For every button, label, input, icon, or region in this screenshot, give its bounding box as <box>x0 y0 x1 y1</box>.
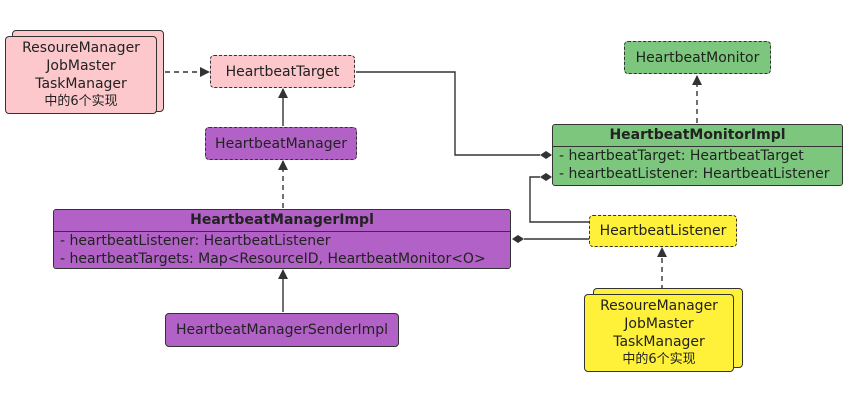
heartbeat-listener-label: HeartbeatListener <box>599 223 727 239</box>
class-field: - heartbeatListener: HeartbeatListener <box>60 233 331 249</box>
note-line: JobMaster <box>624 316 694 332</box>
implementations-note-yellow: ResoureManager JobMaster TaskManager 中的6… <box>584 294 734 372</box>
diamond-monitorimpl-listener <box>540 173 552 181</box>
heartbeat-monitor-label: HeartbeatMonitor <box>635 49 760 66</box>
implementations-note-pink: ResoureManager JobMaster TaskManager 中的6… <box>5 36 157 114</box>
class-title: HeartbeatManagerImpl <box>54 210 510 232</box>
note-line: TaskManager <box>35 76 127 92</box>
diamond-monitorimpl-target <box>540 151 552 159</box>
heartbeat-monitor-interface: HeartbeatMonitor <box>624 41 771 74</box>
note-line: JobMaster <box>46 58 116 74</box>
class-field: - heartbeatListener: HeartbeatListener <box>559 166 830 182</box>
heartbeat-monitor-impl-class: HeartbeatMonitorImpl - heartbeatTarget: … <box>552 124 843 186</box>
heartbeat-target-interface: HeartbeatTarget <box>210 55 355 88</box>
class-field: - heartbeatTarget: HeartbeatTarget <box>559 148 804 164</box>
note-line: 中的6个实现 <box>622 352 696 367</box>
heartbeat-manager-impl-class: HeartbeatManagerImpl - heartbeatListener… <box>53 209 511 269</box>
heartbeat-target-label: HeartbeatTarget <box>225 63 340 80</box>
note-line: 中的6个实现 <box>44 94 118 109</box>
heartbeat-manager-interface: HeartbeatManager <box>205 127 357 160</box>
edge-target-to-monitorimpl <box>356 71 540 156</box>
heartbeat-listener-interface: HeartbeatListener <box>589 215 737 247</box>
note-line: ResoureManager <box>22 40 140 56</box>
heartbeat-manager-sender-impl-class: HeartbeatManagerSenderImpl <box>165 313 399 347</box>
note-line: ResoureManager <box>600 298 718 314</box>
class-title: HeartbeatMonitorImpl <box>553 125 842 147</box>
note-line: TaskManager <box>613 334 705 350</box>
edge-listener-to-monitorimpl <box>529 176 589 223</box>
heartbeat-manager-label: HeartbeatManager <box>215 135 347 152</box>
diamond-managerimpl-listener <box>512 235 524 243</box>
class-field: - heartbeatTargets: Map<ResourceID, Hear… <box>60 251 486 267</box>
heartbeat-manager-sender-impl-label: HeartbeatManagerSenderImpl <box>175 322 389 338</box>
